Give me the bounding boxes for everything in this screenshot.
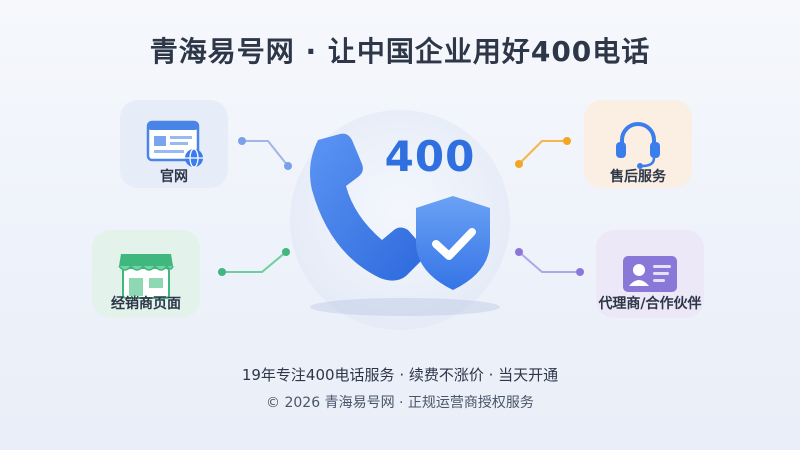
dealer-card[interactable] bbox=[92, 230, 200, 318]
copyright: © 2026 青海易号网 · 正规运营商授权服务 bbox=[266, 395, 534, 411]
phone-handset-icon bbox=[310, 133, 426, 281]
browser-globe-icon bbox=[146, 120, 203, 168]
after-sales-card[interactable] bbox=[584, 100, 692, 188]
website-card[interactable] bbox=[120, 100, 228, 188]
center-shadow bbox=[310, 298, 500, 316]
storefront-icon bbox=[118, 254, 174, 299]
website-label: 官网 bbox=[160, 169, 188, 185]
agent-label: 代理商/合作伙伴 bbox=[598, 296, 702, 312]
tagline: 19年专注400电话服务 · 续费不涨价 · 当天开通 bbox=[241, 366, 559, 384]
page-title: 青海易号网 · 让中国企业用好400电话 bbox=[149, 35, 651, 68]
shield-check-icon bbox=[416, 196, 490, 290]
id-card-icon bbox=[623, 256, 677, 292]
after-sales-label: 售后服务 bbox=[610, 169, 666, 185]
dealer-label: 经销商页面 bbox=[111, 296, 181, 312]
agent-card[interactable] bbox=[596, 230, 704, 318]
center-number-400: 400 bbox=[384, 132, 476, 181]
headset-icon bbox=[616, 122, 660, 169]
